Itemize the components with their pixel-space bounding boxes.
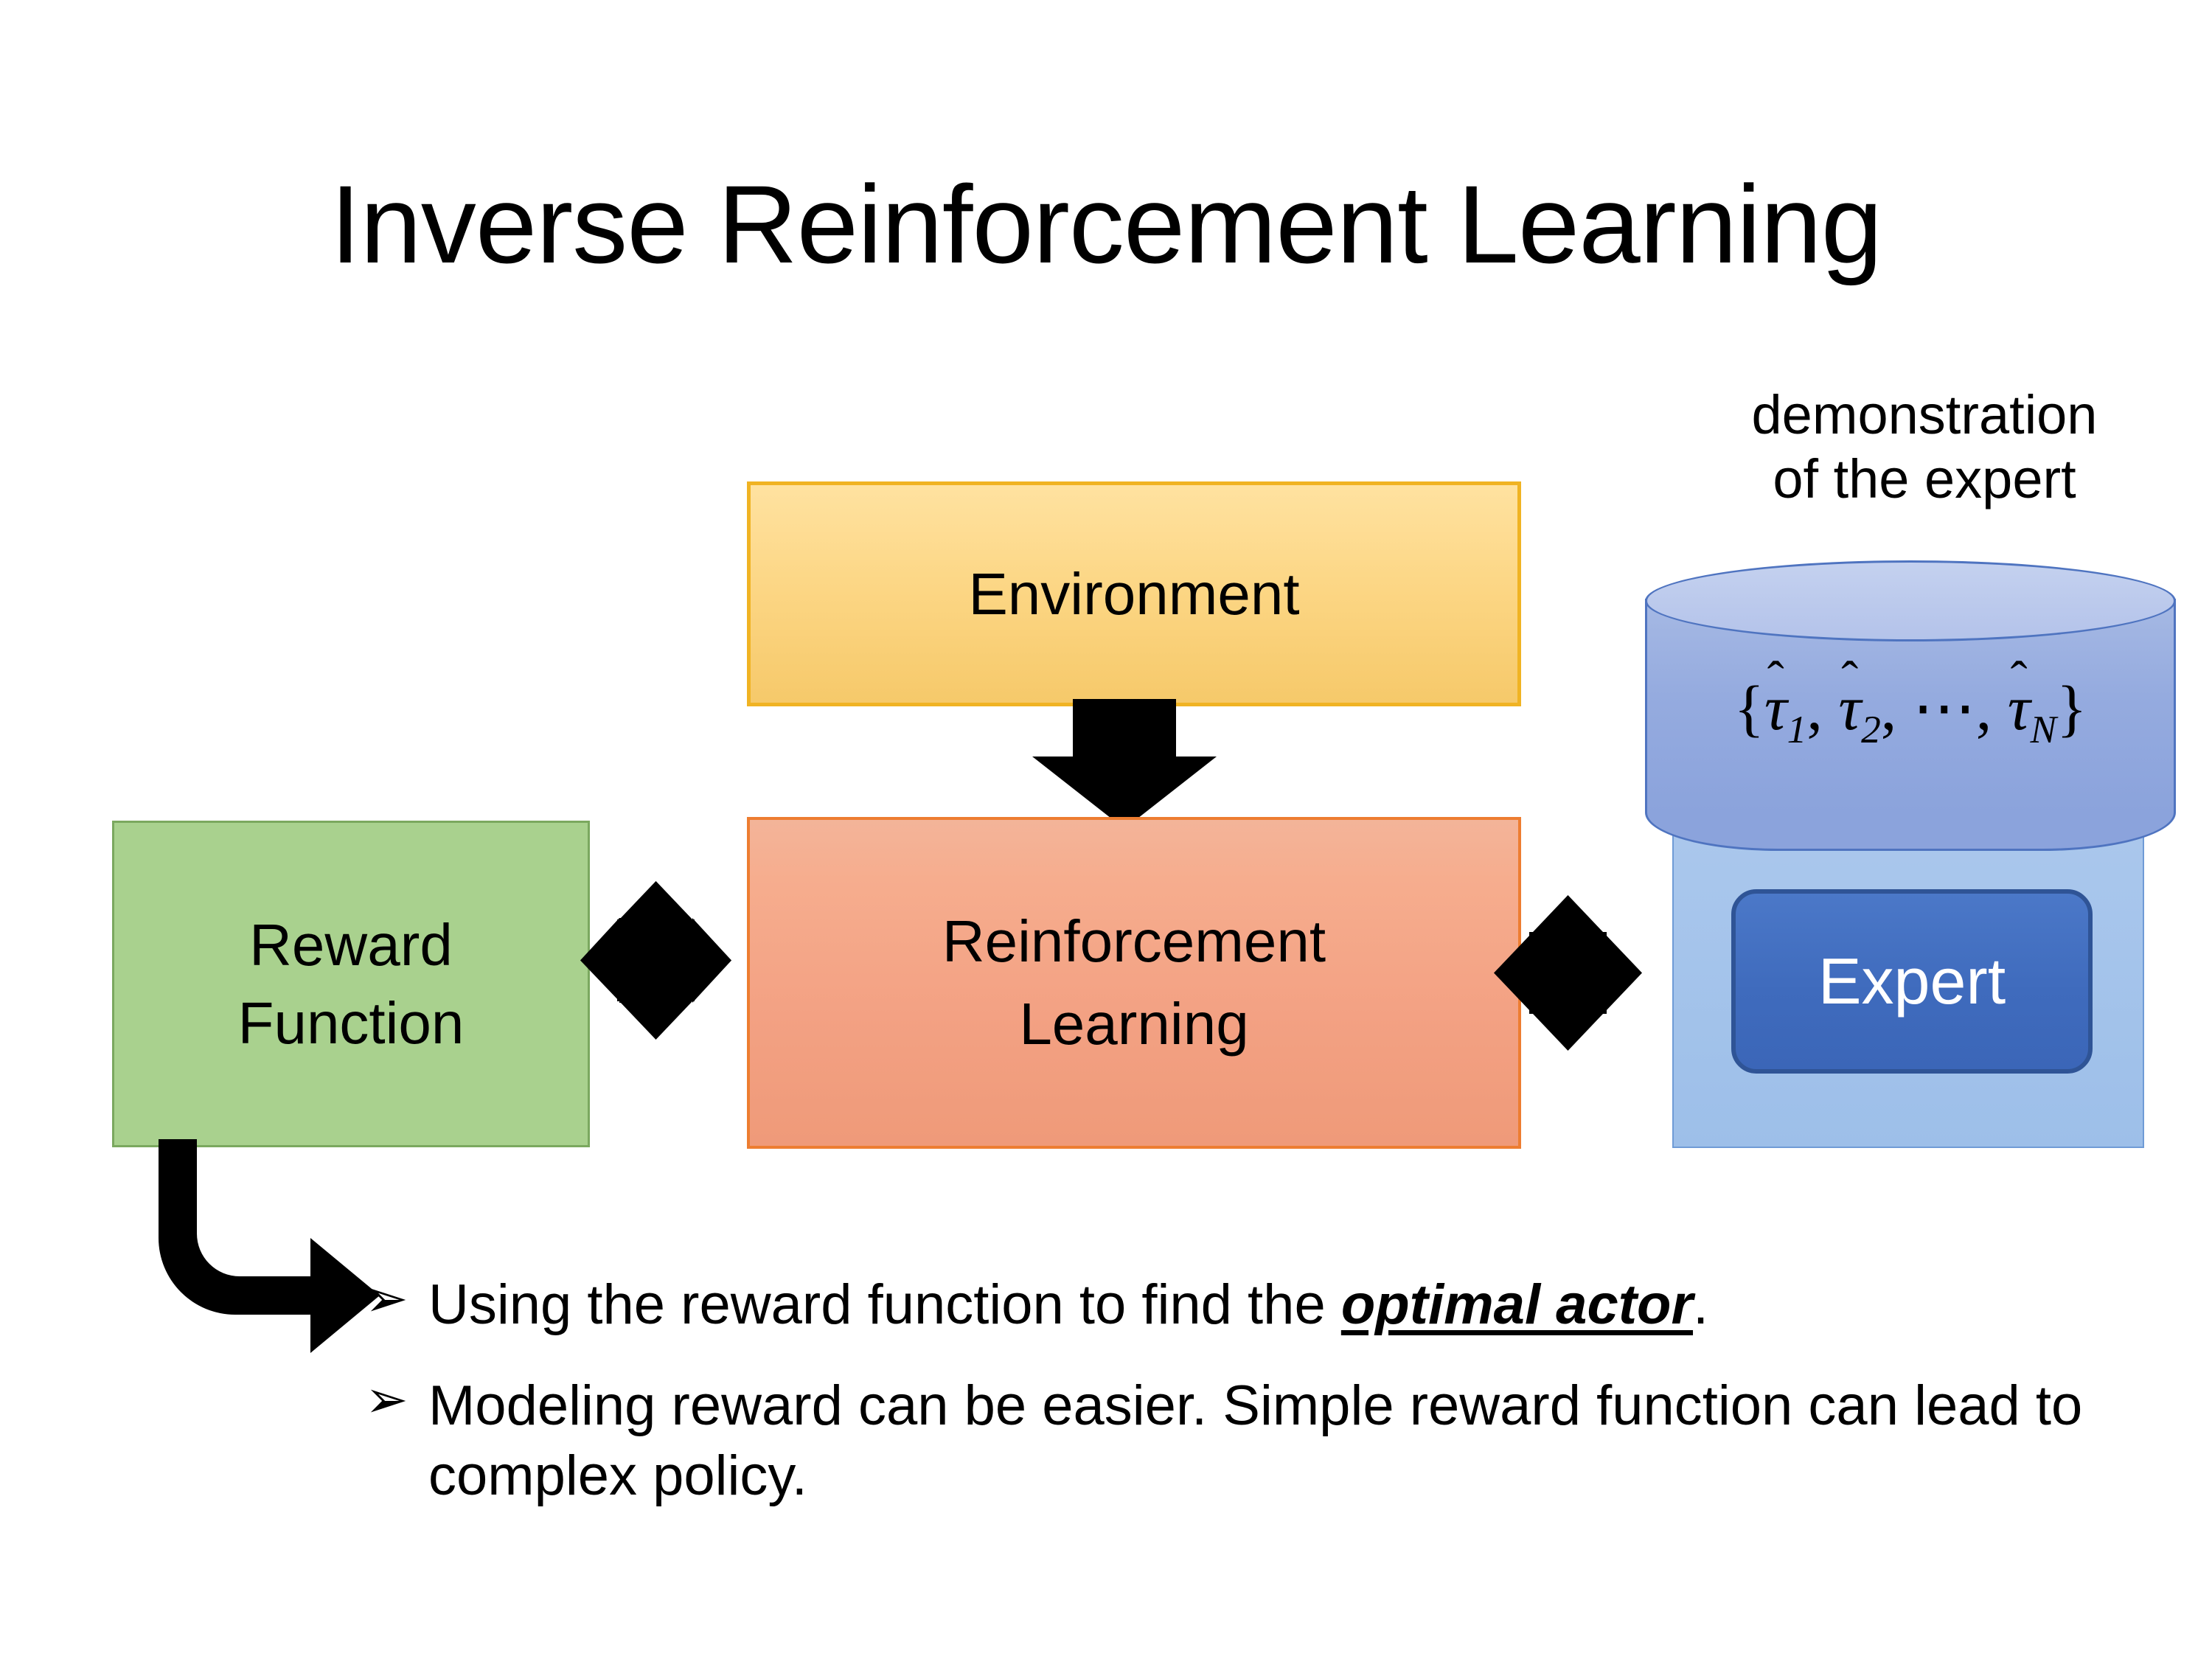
- environment-label: Environment: [968, 560, 1300, 627]
- tau-subscript-n: N: [2030, 707, 2057, 752]
- bullet-list: ➢ Using the reward function to find the …: [365, 1270, 2105, 1542]
- set-close-brace: }: [2056, 672, 2087, 743]
- demo-caption-line1: demonstration: [1751, 384, 2098, 445]
- reinforcement-learning-box[interactable]: Reinforcement Learning: [747, 817, 1521, 1149]
- cylinder-top-ellipse: [1645, 560, 2176, 641]
- rl-to-expert-four-way-arrow: [1492, 894, 1644, 1052]
- bullet-1-prefix: Using the reward function to find the: [428, 1273, 1341, 1336]
- tau-subscript-2: 2: [1861, 707, 1881, 752]
- set-open-brace: {: [1733, 672, 1764, 743]
- comma-2: ,: [1880, 672, 1897, 743]
- bullet-text-2: Modeling reward can be easier. Simple re…: [428, 1374, 2083, 1507]
- reward-label-line2: Function: [237, 990, 465, 1056]
- bullet-1-suffix: .: [1693, 1273, 1709, 1336]
- environment-box[interactable]: Environment: [747, 481, 1521, 706]
- rl-label-line2: Learning: [1019, 991, 1249, 1057]
- demonstration-set-formula: {̂τ1, ̂τ2, ⋯, ̂τN}: [1645, 671, 2176, 752]
- comma-3: ,: [1975, 672, 1992, 743]
- demo-caption-line2: of the expert: [1773, 448, 2076, 509]
- list-item: ➢ Using the reward function to find the …: [365, 1270, 2105, 1340]
- tau-symbol-2: τ: [1838, 672, 1862, 743]
- bullet-text-1: Using the reward function to find the op…: [428, 1270, 2105, 1340]
- demonstration-cylinder: {̂τ1, ̂τ2, ⋯, ̂τN}: [1645, 560, 2176, 852]
- tau-symbol-n: τ: [2007, 672, 2031, 743]
- expert-label: Expert: [1818, 945, 2006, 1018]
- rl-label-line1: Reinforcement: [942, 908, 1326, 974]
- reward-function-box[interactable]: Reward Function: [112, 821, 590, 1147]
- bullet-marker-icon: ➢: [365, 1270, 408, 1327]
- bullet-1-emphasis: optimal actor: [1340, 1273, 1694, 1336]
- env-to-rl-down-arrow: [1032, 699, 1217, 829]
- reward-to-rl-four-way-arrow: [580, 881, 731, 1040]
- bullet-marker-icon: ➢: [365, 1371, 408, 1428]
- comma-1: ,: [1806, 672, 1823, 743]
- tau-subscript-1: 1: [1787, 707, 1807, 752]
- list-item: ➢ Modeling reward can be easier. Simple …: [365, 1371, 2105, 1511]
- reward-to-bullets-elbow-arrow: [159, 1139, 409, 1375]
- ellipsis-glyph: ⋯: [1912, 672, 1976, 743]
- expert-box[interactable]: Expert: [1731, 889, 2093, 1074]
- demonstration-caption: demonstration of the expert: [1644, 383, 2205, 511]
- page-title: Inverse Reinforcement Learning: [330, 162, 1883, 286]
- tau-symbol-1: τ: [1764, 672, 1787, 743]
- reward-label-line1: Reward: [249, 911, 453, 978]
